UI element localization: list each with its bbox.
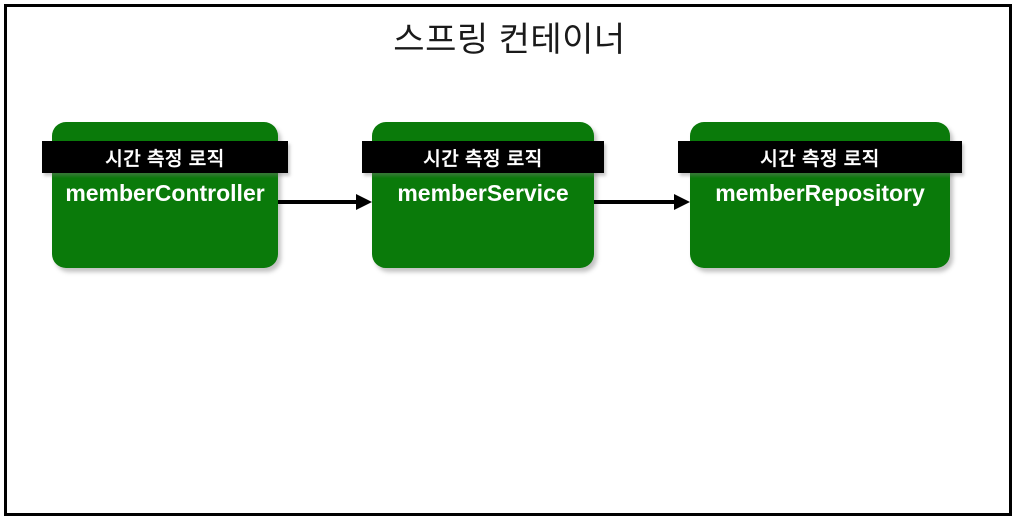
arrow-line [594, 200, 676, 204]
arrow-controller-to-service [278, 192, 372, 212]
arrow-head-icon [674, 194, 690, 210]
aspect-bar-member-service: 시간 측정 로직 [362, 141, 604, 173]
arrow-service-to-repository [594, 192, 690, 212]
component-label: memberController [65, 180, 265, 206]
aspect-bar-label: 시간 측정 로직 [760, 148, 880, 170]
diagram-border [4, 4, 1012, 516]
aspect-bar-label: 시간 측정 로직 [105, 148, 225, 170]
arrow-line [278, 200, 358, 204]
aspect-bar-label: 시간 측정 로직 [423, 148, 543, 170]
arrow-head-icon [356, 194, 372, 210]
component-label: memberService [397, 180, 569, 206]
page-title: 스프링 컨테이너 [393, 21, 626, 59]
aspect-bar-member-repository: 시간 측정 로직 [678, 141, 962, 173]
aspect-bar-member-controller: 시간 측정 로직 [42, 141, 288, 173]
component-label: memberRepository [715, 180, 925, 206]
